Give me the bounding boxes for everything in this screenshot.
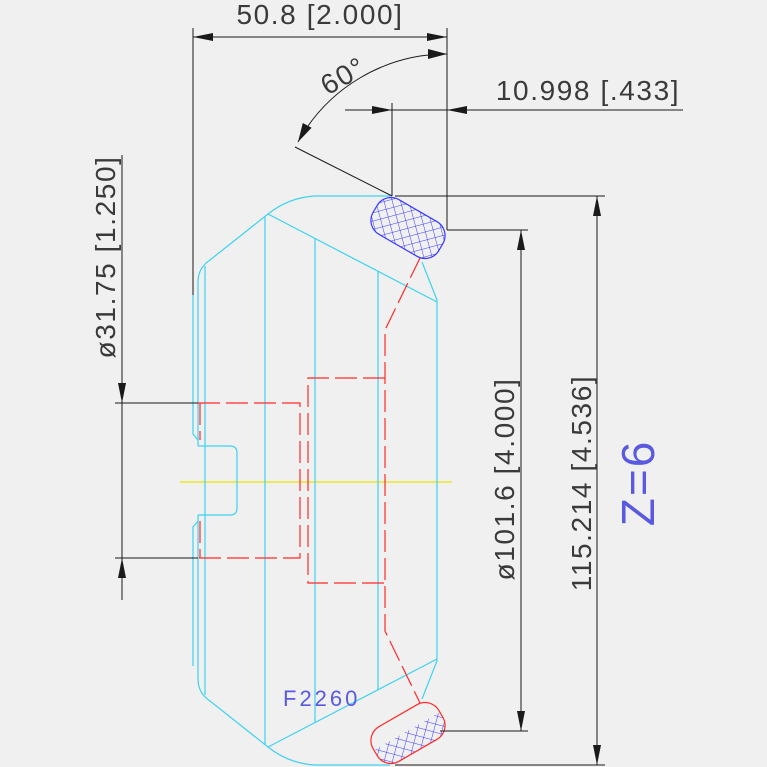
arrowhead (298, 123, 312, 142)
outline-bore (198, 445, 238, 516)
arrowhead (118, 383, 126, 403)
outline-right-flank (421, 261, 438, 700)
angle-arc (297, 53, 448, 143)
outline-chamfer-bottom (267, 658, 438, 748)
part-outline (192, 195, 438, 766)
arrowhead (372, 106, 392, 114)
dimension-inner-right-diameter: ø101.6 [4.000] (440, 229, 528, 732)
arrowhead (593, 745, 601, 765)
code-label: F2260 (283, 686, 360, 711)
arrowhead (428, 49, 447, 59)
outline-bottom-profile (197, 515, 390, 766)
arrowhead (427, 33, 447, 41)
arrowhead (193, 33, 213, 41)
z-note-label: Z=6 (612, 440, 664, 527)
roller-outline (370, 701, 446, 765)
outline-chamfer-top (267, 213, 438, 303)
outline-hub-step-top (192, 295, 199, 441)
hidden-lines (198, 257, 421, 704)
arrowhead (593, 196, 601, 216)
dimension-text: 50.8 [2.000] (236, 0, 403, 30)
dimension-text: 115.214 [4.536] (566, 375, 597, 592)
dimension-outer-right-height: 115.214 [4.536] (395, 195, 605, 766)
hidden-line-tooth-root (384, 257, 421, 704)
dimension-text: ø101.6 [4.000] (489, 378, 520, 581)
roller-section-bottom (370, 701, 451, 767)
arrowhead (118, 558, 126, 578)
arrowhead (447, 106, 467, 114)
hidden-line-recess (307, 377, 385, 584)
arrowhead (517, 230, 525, 250)
dimension-text: 60° (315, 51, 371, 101)
dimension-top-width: 50.8 [2.000] (192, 0, 448, 295)
arrowhead (517, 711, 525, 731)
dimension-text: ø31.75 [1.250] (90, 156, 121, 359)
dimension-text: 10.998 [.433] (496, 75, 680, 106)
dimension-angle: 60° (294, 49, 448, 197)
dimension-left-diameter: ø31.75 [1.250] (90, 155, 198, 600)
outline-hub-step-bottom (192, 520, 199, 666)
outline-top-profile (197, 195, 390, 446)
hidden-line-bore (198, 402, 301, 559)
dimension-tip-width: 10.998 [.433] (345, 75, 683, 196)
hatch-fill (370, 196, 446, 260)
hatch-fill (372, 711, 451, 767)
extension-line (294, 146, 393, 197)
roller-section-top (370, 196, 446, 260)
